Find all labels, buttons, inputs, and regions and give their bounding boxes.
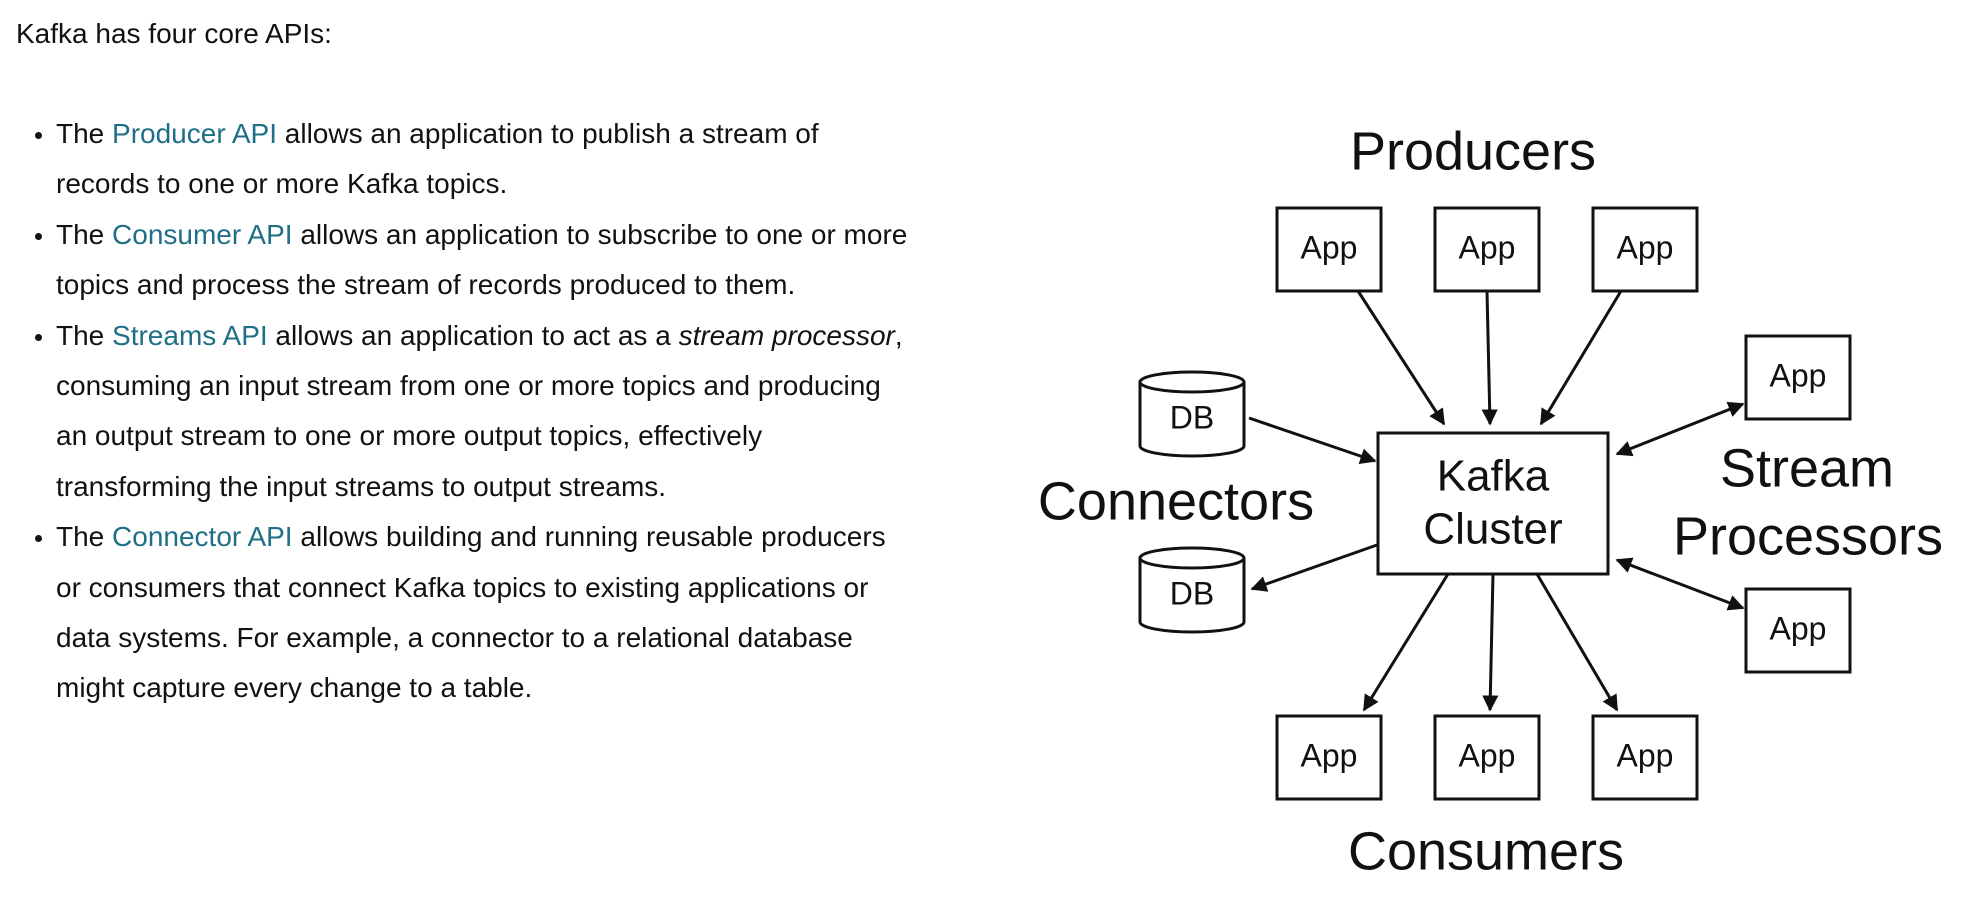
producer-arrow [1356,290,1446,426]
api-item-consumer: The Consumer API allows an application t… [56,210,916,311]
api-text-prefix: The [56,521,113,553]
consumer-arrow [1362,573,1450,712]
api-list: The Producer API allows an application t… [0,109,916,714]
app-label: App [1459,229,1516,265]
producer-app-box [1591,206,1699,293]
consumer-app-box [1275,714,1383,801]
app-label: App [1770,610,1827,646]
app-label: App [1459,737,1516,773]
kafka-cluster-label-line-1: Kafka [1437,452,1550,501]
producer-arrow [1539,290,1623,426]
api-item-connector: The Connector API allows building and ru… [56,512,916,714]
connectors-label: Connectors [1038,471,1314,531]
app-label: App [1617,229,1674,265]
connector-api-link[interactable]: Connector API [112,521,293,553]
producer-arrow [1481,290,1498,426]
stream-processor-app-box [1744,334,1852,421]
connector-arrow [1250,543,1378,592]
app-boxes [1275,206,1852,801]
api-description: allows an application to subscribe to on… [56,218,908,301]
api-item-producer: The Producer API allows an application t… [56,109,916,210]
producer-api-link[interactable]: Producer API [112,118,278,149]
api-item-streams: The Streams API allows an application to… [56,311,916,513]
db-label: DB [1170,399,1214,435]
app-label: App [1770,357,1827,393]
kafka-architecture-diagram: App App App App App App App App DB DB Ka… [1038,121,1943,881]
app-label: App [1301,737,1358,773]
consumer-arrow [1535,573,1619,712]
consumer-arrow [1482,573,1499,712]
api-text-prefix: The [56,218,113,250]
consumer-app-box [1591,714,1699,801]
stream-processors-label-line-1: Stream [1720,438,1894,498]
db-label: DB [1170,575,1214,611]
diagram-labels: App App App App App App App App DB DB Ka… [1038,121,1943,881]
app-label: App [1301,229,1358,265]
intro-paragraph: Kafka has four core APIs: [16,18,332,49]
api-text-prefix: The [56,319,113,351]
stream-processor-arrow [1615,557,1745,611]
api-description: allows an application to publish a strea… [56,118,819,200]
consumer-api-link[interactable]: Consumer API [112,218,293,250]
api-description: allows an application to act as a [267,319,679,351]
api-text-prefix: The [56,118,113,149]
kafka-cluster-box [1376,431,1610,576]
consumers-label: Consumers [1348,821,1624,881]
stream-processor-app-box [1744,587,1852,674]
kafka-cluster-label-line-2: Cluster [1423,505,1562,554]
producers-label: Producers [1350,121,1596,181]
consumer-app-box [1433,714,1541,801]
database-icon [1138,370,1246,458]
api-description: allows building and running reusable pro… [56,521,886,704]
stream-processor-arrow [1615,401,1745,457]
api-description-continued: , consuming an input stream from one or … [56,319,903,502]
connection-arrows [1248,290,1745,712]
stream-processor-emphasis: stream processor [678,319,895,351]
database-cylinders [1138,370,1246,634]
producer-app-box [1433,206,1541,293]
connector-arrow [1248,416,1377,464]
database-icon [1138,546,1246,634]
stream-processors-label-line-2: Processors [1673,506,1943,566]
producer-app-box [1275,206,1383,293]
app-label: App [1617,737,1674,773]
streams-api-link[interactable]: Streams API [112,319,268,351]
